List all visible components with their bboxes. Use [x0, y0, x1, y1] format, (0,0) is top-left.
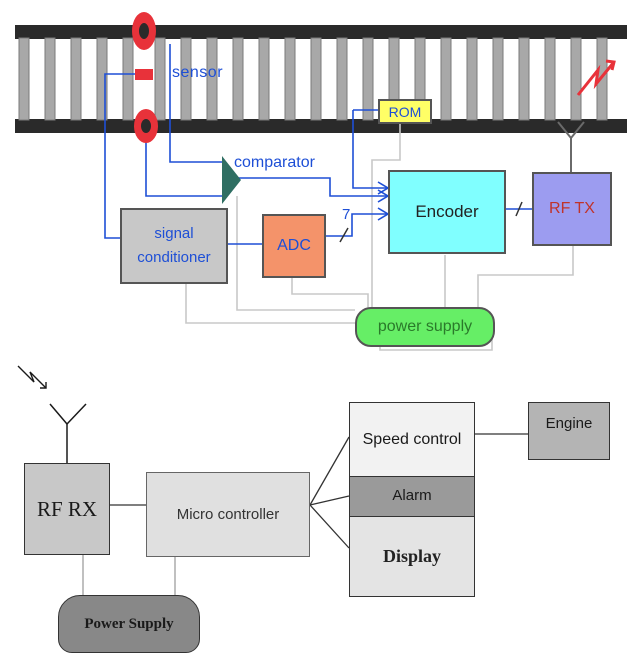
rf-rx-box: RF RX	[24, 463, 110, 555]
rx-antenna-icon	[49, 403, 87, 463]
bottom-wires	[110, 433, 528, 549]
sensor-bottom	[134, 109, 158, 143]
power-supply-box: power supply	[355, 307, 495, 347]
signal-conditioner-box: signal conditioner	[120, 208, 228, 284]
railway-track	[15, 25, 627, 133]
sensor-label: sensor	[172, 64, 224, 81]
bottom-power-supply-box: Power Supply	[58, 595, 200, 653]
power-wires	[185, 124, 574, 351]
speed-control-box: Speed control	[349, 402, 475, 478]
sensor-top	[132, 12, 156, 50]
signal-wires	[104, 44, 532, 245]
tx-signal-icon	[576, 61, 616, 96]
alarm-box: Alarm	[349, 476, 475, 518]
encoder-box: Encoder	[388, 170, 506, 254]
track-rail-top	[15, 25, 627, 39]
comparator-label: comparator	[234, 154, 315, 171]
micro-controller-box: Micro controller	[146, 472, 310, 557]
bus-slash-tx	[515, 201, 523, 217]
comparator-symbol	[222, 156, 241, 204]
bottom-power-wires	[82, 555, 176, 595]
display-box: Display	[349, 516, 475, 597]
bus-width-label: 7	[342, 206, 351, 223]
engine-box: Engine	[528, 402, 610, 460]
sensor-middle	[135, 69, 153, 80]
rf-tx-box: RF TX	[532, 172, 612, 246]
bus-slash-adc	[339, 227, 349, 243]
rom-box: ROM	[378, 99, 432, 124]
adc-box: ADC	[262, 214, 326, 278]
track-sleepers	[18, 37, 608, 121]
tx-antenna-icon	[557, 121, 585, 172]
rx-signal-icon	[17, 365, 47, 389]
track-rail-bottom	[15, 119, 627, 133]
